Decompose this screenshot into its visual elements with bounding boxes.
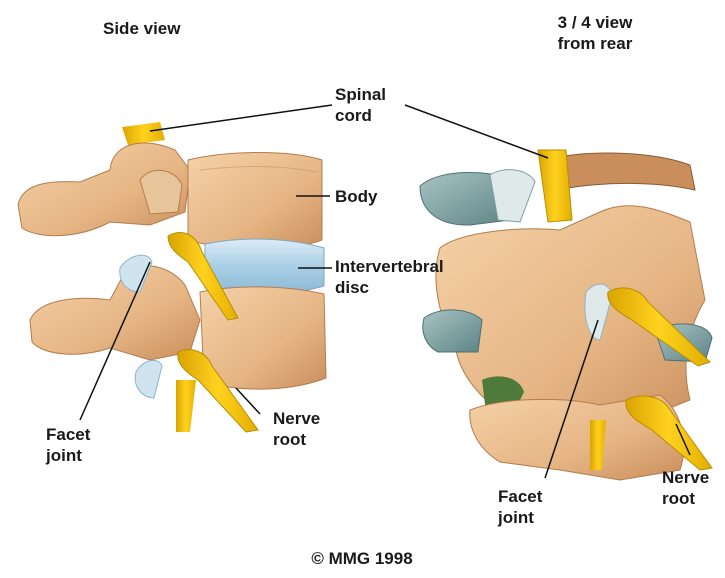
side-view [18,105,332,432]
side-intervertebral-disc [205,239,324,294]
rear-view-title: 3 / 4 view from rear [540,12,650,54]
side-facet-joint-label: Facet joint [46,424,90,466]
side-nerve-root-label: Nerve root [273,408,320,450]
rear-spinal-cord-leader [405,105,548,158]
side-lower-process [30,266,200,360]
intervertebral-disc-label: Intervertebral disc [335,256,444,298]
spinal-cord-label: Spinal cord [335,84,386,126]
side-spinal-cord-leader [150,105,332,131]
side-upper-body [188,153,322,250]
copyright-notice: © MMG 1998 [262,548,462,569]
rear-spinal-cord [538,150,572,222]
side-view-title: Side view [103,18,180,39]
rear-facet-joint-label: Facet joint [498,486,542,528]
rear-view [405,105,712,480]
side-spinal-cord [122,122,165,145]
body-label: Body [335,186,378,207]
rear-nerve-root-label: Nerve root [662,467,709,509]
